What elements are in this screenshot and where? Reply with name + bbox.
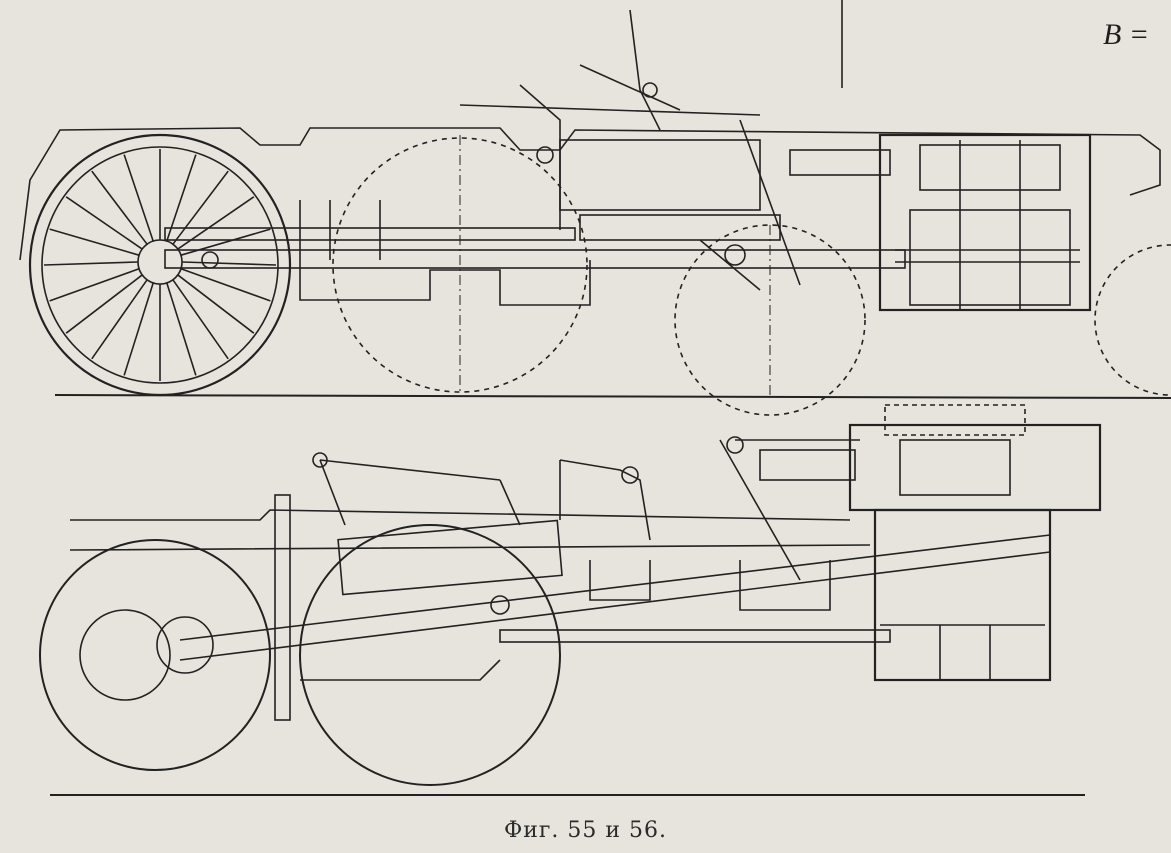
pivot	[536, 146, 554, 164]
pivot	[621, 466, 639, 484]
rail-line-top	[54, 394, 1171, 399]
wheel-hub	[137, 239, 183, 285]
wheel-spoke	[49, 228, 140, 256]
wheel-spoke	[91, 279, 148, 360]
wheel-spoke	[181, 261, 277, 266]
wheel-spoke	[91, 170, 148, 245]
wheel-spoke	[43, 261, 139, 266]
pivot	[312, 452, 328, 468]
wheel-spoke	[65, 274, 143, 334]
figure-56	[39, 404, 1102, 796]
figure-55	[19, 9, 1171, 416]
driving-wheel-bottom	[39, 539, 271, 771]
coupled-wheel-dashed	[332, 137, 588, 393]
wheel-spoke	[65, 196, 143, 250]
bogie-wheel-dashed	[674, 224, 866, 416]
wheel-spoke	[180, 228, 271, 256]
pivot	[490, 595, 510, 615]
wheel-spoke	[166, 154, 197, 242]
driving-wheel-rim	[41, 146, 279, 384]
wheel-spoke	[172, 170, 229, 245]
main-rod-bottom	[179, 534, 1051, 661]
cylinder-block-bottom	[759, 404, 1102, 682]
valve-gear-block	[559, 139, 761, 211]
frame-outline-bottom	[69, 509, 871, 681]
connecting-rod	[164, 249, 906, 269]
valve-gear-links	[319, 439, 860, 581]
pivot	[642, 82, 658, 98]
piston-rod-lower	[499, 629, 891, 643]
frame-outline-top	[19, 127, 1161, 306]
pivot	[724, 244, 746, 266]
cylinder-block-top	[789, 133, 1092, 312]
slide-bar	[337, 519, 563, 596]
wheel-spoke	[172, 279, 229, 360]
coupling-rod	[164, 227, 576, 241]
figure-caption: Фиг. 55 и 56.	[503, 818, 668, 843]
wheel-spoke	[123, 154, 154, 242]
pivot	[726, 436, 744, 454]
pivot	[201, 251, 219, 269]
corner-label: B =	[1103, 18, 1150, 51]
wheel-spoke	[166, 282, 197, 376]
wheel-spoke	[123, 282, 154, 376]
brake-hanger	[274, 494, 291, 721]
bogie-wheel-dashed-2	[1094, 244, 1171, 396]
coupled-wheel-bottom	[299, 524, 561, 786]
crank	[79, 609, 171, 701]
crank-pin	[156, 616, 214, 674]
reversing-lever	[459, 9, 801, 291]
wheel-spoke	[49, 268, 140, 302]
wheel-spoke	[180, 268, 271, 302]
driving-wheel	[28, 133, 292, 397]
wheel-spoke	[177, 274, 255, 334]
crosshead-guide	[579, 214, 781, 241]
